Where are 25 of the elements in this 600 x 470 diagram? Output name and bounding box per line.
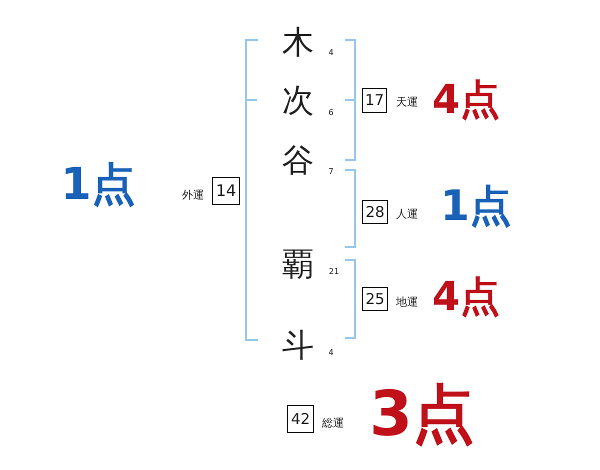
name-character: 谷 — [282, 144, 314, 176]
number-box: 14 — [212, 177, 240, 205]
fortune-name: 地運 — [396, 296, 418, 308]
score-text: 3点 — [369, 383, 475, 445]
stroke-count: 4 — [328, 49, 334, 57]
fortune-name: 天運 — [396, 96, 418, 108]
fortune-name: 総運 — [322, 418, 344, 428]
fortune-name: 人運 — [396, 208, 418, 220]
number-box: 25 — [362, 287, 388, 311]
name-character: 覇 — [282, 248, 314, 280]
name-character: 次 — [282, 84, 314, 116]
stroke-count: 6 — [328, 109, 334, 117]
number-box: 42 — [287, 405, 314, 433]
score-text: 4点 — [432, 277, 500, 317]
stroke-count: 4 — [328, 349, 334, 357]
number-box: 17 — [362, 88, 387, 113]
name-character: 斗 — [282, 329, 314, 361]
score-text: 1点 — [440, 185, 512, 227]
stroke-count: 7 — [328, 168, 334, 176]
score-text: 1点 — [60, 163, 136, 207]
fortune-name: 外運 — [182, 190, 204, 200]
stroke-count: 21 — [328, 268, 340, 276]
name-character: 木 — [282, 26, 314, 58]
number-box: 28 — [362, 200, 388, 224]
score-text: 4点 — [432, 80, 500, 120]
